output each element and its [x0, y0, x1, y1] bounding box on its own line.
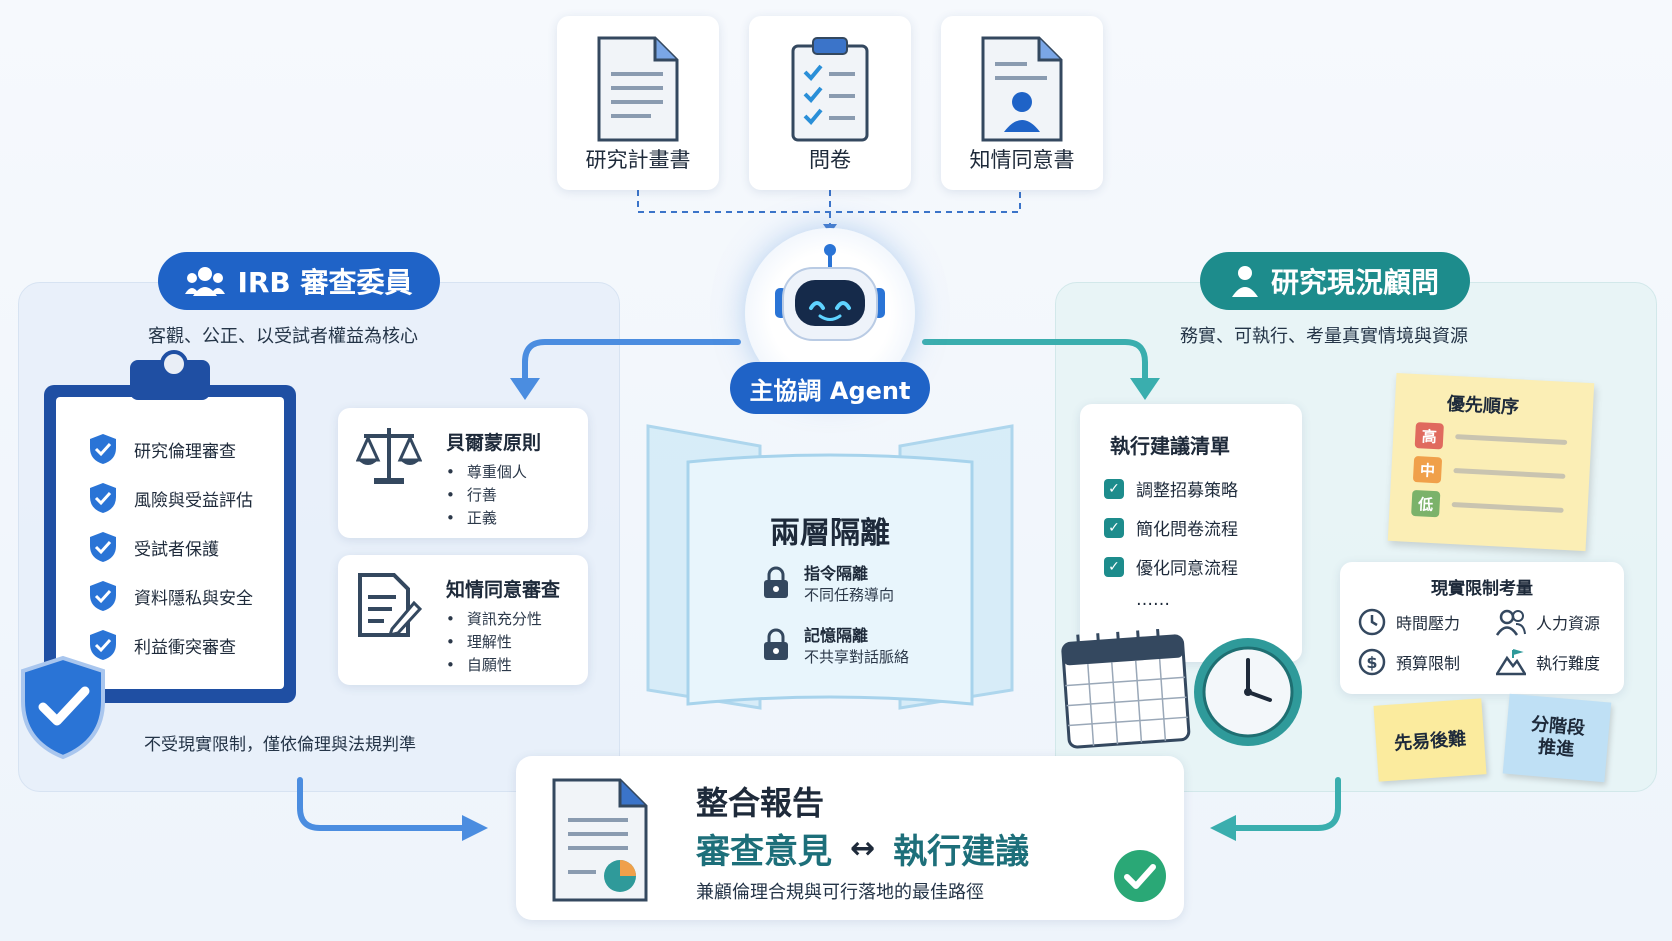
report-card: 整合報告 審查意見 ↔ 執行建議 兼顧倫理合規與可行落地的最佳路徑	[516, 756, 1184, 920]
priority-high: 高	[1414, 422, 1444, 450]
report-document-icon	[552, 778, 648, 902]
sticky-easy-first: 先易後難	[1373, 698, 1487, 782]
lock-icon	[764, 566, 788, 598]
check-icon: ✓	[1104, 478, 1124, 499]
person-document-icon	[981, 36, 1063, 142]
calendar-clock-icon	[1061, 628, 1302, 749]
consent-item: 資訊充分性	[446, 608, 560, 631]
report-desc: 兼顧倫理合規與可行落地的最佳路徑	[696, 882, 984, 903]
mountain-icon	[1496, 649, 1526, 676]
irb-check-item: 資料隱私與安全	[88, 579, 253, 613]
doc-card-consent-form[interactable]: 知情同意書	[941, 16, 1103, 190]
consent-item: 理解性	[446, 631, 560, 654]
belmont-card: 貝爾蒙原則 尊重個人 行善 正義	[338, 408, 588, 538]
constraint-item: $ 預算限制	[1358, 648, 1460, 676]
constraints-card: 現實限制考量 時間壓力 人力資源 $ 預算限制 執行難度	[1340, 562, 1624, 694]
action-list-card: 執行建議清單 ✓調整招募策略 ✓簡化問卷流程 ✓優化同意流程 ……	[1080, 404, 1302, 662]
check-icon: ✓	[1104, 556, 1124, 577]
double-arrow-icon: ↔	[850, 831, 876, 866]
clock-icon	[1358, 608, 1386, 636]
doc-label: 知情同意書	[969, 148, 1075, 172]
action-more: ……	[1136, 590, 1170, 610]
document-icon	[597, 36, 679, 142]
shield-check-icon	[90, 630, 116, 660]
irb-subtitle: 客觀、公正、以受試者權益為核心	[148, 326, 418, 347]
consent-review-title: 知情同意審查	[446, 579, 561, 601]
belmont-item: 正義	[446, 507, 541, 530]
report-title: 整合報告	[696, 784, 825, 822]
sticky-phased: 分階段 推進	[1502, 693, 1612, 783]
belmont-title: 貝爾蒙原則	[446, 432, 542, 454]
constraints-title: 現實限制考量	[1431, 579, 1533, 599]
belmont-item: 尊重個人	[446, 461, 541, 484]
irb-check-item: 利益衝突審查	[88, 628, 236, 662]
lock-icon	[764, 628, 788, 660]
shield-check-icon	[90, 483, 116, 513]
priority-title: 優先順序	[1446, 393, 1520, 419]
action-item: ✓優化同意流程	[1104, 554, 1238, 579]
consent-review-card: 知情同意審查 資訊充分性 理解性 自願性	[338, 555, 588, 685]
action-item: ✓調整招募策略	[1104, 476, 1238, 501]
advisor-title: 研究現況顧問	[1270, 266, 1439, 299]
constraint-item: 執行難度	[1496, 648, 1600, 676]
people-icon	[185, 267, 226, 296]
check-icon: ✓	[1104, 517, 1124, 538]
shield-check-icon	[90, 532, 116, 562]
belmont-item: 行善	[446, 484, 541, 507]
priority-sticky: 優先順序 高 中 低	[1387, 372, 1595, 552]
irb-title: IRB 審查委員	[237, 266, 413, 299]
isolation-glass	[646, 424, 1014, 710]
shield-check-icon	[90, 434, 116, 464]
shield-check-icon	[90, 581, 116, 611]
action-item: ✓簡化問卷流程	[1104, 515, 1238, 540]
irb-footer: 不受現實限制，僅依倫理與法規判準	[144, 735, 416, 755]
robot-icon	[775, 244, 885, 341]
isolation-item: 記憶隔離 不共享對話脈絡	[762, 622, 909, 667]
irb-check-item: 研究倫理審查	[88, 432, 236, 466]
doc-label: 問卷	[809, 148, 851, 172]
advisor-title-pill: 研究現況顧問	[1200, 252, 1470, 310]
people-icon	[1496, 609, 1526, 636]
svg-text:$: $	[1366, 653, 1377, 672]
big-shield-icon	[21, 655, 105, 760]
constraint-item: 時間壓力	[1358, 608, 1460, 636]
doc-card-research-plan[interactable]: 研究計畫書	[557, 16, 719, 190]
agent-label[interactable]: 主協調 Agent	[730, 362, 930, 414]
scales-icon	[356, 428, 422, 484]
pen-document-icon	[358, 573, 422, 638]
advisor-subtitle: 務實、可執行、考量真實情境與資源	[1180, 326, 1468, 347]
isolation-title: 兩層隔離	[770, 516, 890, 551]
isolation-item: 指令隔離 不同任務導向	[762, 560, 894, 605]
person-icon	[1231, 266, 1258, 297]
action-list-title: 執行建議清單	[1110, 434, 1230, 458]
irb-check-item: 受試者保護	[88, 530, 219, 564]
consent-item: 自願性	[446, 654, 560, 677]
irb-check-item: 風險與受益評估	[88, 481, 253, 515]
priority-low: 低	[1411, 489, 1441, 518]
dollar-icon: $	[1358, 648, 1386, 676]
priority-mid: 中	[1412, 455, 1443, 484]
irb-title-pill: IRB 審查委員	[158, 252, 440, 310]
clip-ring	[160, 350, 188, 378]
clipboard-check-icon	[791, 37, 869, 142]
constraint-item: 人力資源	[1496, 608, 1600, 636]
check-circle-icon	[1114, 850, 1166, 902]
doc-label: 研究計畫書	[585, 148, 691, 172]
doc-card-questionnaire[interactable]: 問卷	[749, 16, 911, 190]
report-headline: 審查意見 ↔ 執行建議	[696, 831, 1030, 872]
